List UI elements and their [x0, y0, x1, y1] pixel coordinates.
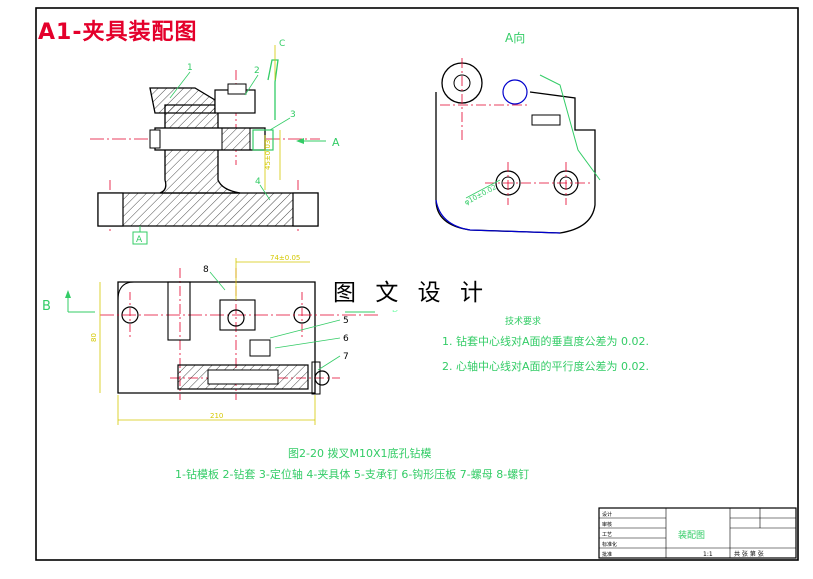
drill-plate — [149, 87, 216, 114]
clamp-outline — [249, 339, 271, 357]
mandrel-bore — [207, 369, 279, 385]
drawing-title: A1-夹具装配图 — [38, 20, 198, 45]
depth-dimension-text: 80 — [90, 333, 98, 342]
figure-caption: 图2-20 拨叉M10X1底孔钻模 — [288, 446, 431, 460]
a-view-label: A向 — [505, 30, 525, 45]
datum-a-label: A — [136, 235, 143, 245]
workpiece-section — [221, 127, 251, 151]
fixture-base — [97, 192, 319, 227]
column-outline — [167, 281, 191, 341]
leader-8 — [209, 271, 226, 291]
tb-row-review: 审核 — [602, 521, 612, 528]
sheet-info: 共 张 第 张 — [734, 550, 764, 558]
a-view: A向 φ10±0.02 — [435, 30, 601, 234]
part-number-6: 6 — [343, 334, 349, 344]
notes: 技术要求 1. 钻套中心线对A面的垂直度公差为 0.02. 2. 心轴中心线对A… — [175, 315, 649, 481]
part-number-5: 5 — [343, 316, 349, 326]
datum-a-box — [132, 231, 148, 245]
nut-body — [311, 361, 321, 395]
leader-4 — [259, 184, 271, 201]
tb-row-design: 设计 — [602, 511, 612, 518]
locating-part — [252, 129, 274, 151]
title-block-frame — [598, 507, 797, 559]
section-b-arrow-left-head — [65, 290, 71, 298]
bushing-top — [227, 309, 245, 327]
leader-1 — [169, 71, 191, 99]
watermark: 图 文 设 计 — [333, 270, 486, 310]
view-arrow-a-head — [296, 138, 304, 144]
a-view-body — [435, 91, 596, 234]
part-number-8: 8 — [203, 265, 209, 275]
clamp-block — [531, 114, 561, 126]
green-outline — [539, 74, 601, 181]
tech-requirement-2: 2. 心轴中心线对A面的平行度公差为 0.02. — [442, 359, 649, 373]
section-b-left-label: B — [42, 299, 51, 314]
height-dimension-text: 45±0.03 — [264, 140, 272, 170]
tb-row-standard: 标准化 — [602, 541, 617, 548]
parts-list: 1-钻模板 2-钻套 3-定位轴 4-夹具体 5-支承钉 6-钩形压板 7-螺母… — [175, 467, 529, 481]
hole-dimension-text: φ10±0.02 — [463, 183, 498, 206]
leader-6 — [274, 337, 341, 349]
drawing-frame — [35, 7, 799, 561]
leader-7 — [317, 355, 341, 371]
view-arrow-a-label: A — [332, 136, 340, 149]
tb-row-process: 工艺 — [602, 532, 612, 538]
leader-2 — [244, 74, 259, 96]
base-foot-right — [292, 192, 319, 227]
part-number-4: 4 — [255, 177, 261, 187]
top-view-body — [117, 281, 316, 394]
hole-dim-leader — [465, 179, 501, 199]
mandrel-nut — [149, 129, 161, 149]
drill-bushing — [227, 83, 247, 95]
leader-5 — [269, 319, 341, 339]
corner — [117, 281, 135, 301]
base-foot-left — [97, 192, 124, 227]
tech-requirements-heading: 技术要求 — [505, 315, 541, 327]
top-dimension-text: 74±0.05 — [270, 254, 300, 262]
title-block: 设计 审核 工艺 标准化 批准 装配图 1:1 共 张 第 张 — [598, 507, 797, 559]
leader-3 — [269, 117, 291, 131]
part-number-1: 1 — [187, 63, 193, 73]
part-number-2: 2 — [254, 66, 260, 76]
locating-pin-outline — [267, 59, 279, 120]
tech-requirement-1: 1. 钻套中心线对A面的垂直度公差为 0.02. — [442, 334, 649, 348]
drill-plate-outline — [219, 299, 256, 331]
a-view-bottom-edge — [435, 199, 561, 234]
part-number-3: 3 — [290, 110, 296, 120]
length-dimension-text: 210 — [210, 412, 223, 420]
front-view: 45±0.03 1 2 3 4 C A A — [90, 39, 340, 245]
tb-row-approve: 批准 — [602, 551, 612, 558]
top-view: B B D 210 80 74±0.05 5 6 7 8 — [42, 254, 404, 425]
drawing-name: 装配图 — [678, 529, 705, 541]
part-number-7: 7 — [343, 352, 349, 362]
scale-value: 1:1 — [703, 551, 713, 558]
bushing-circle — [502, 79, 528, 105]
c-label: C — [279, 39, 285, 49]
nut-top — [314, 370, 330, 386]
